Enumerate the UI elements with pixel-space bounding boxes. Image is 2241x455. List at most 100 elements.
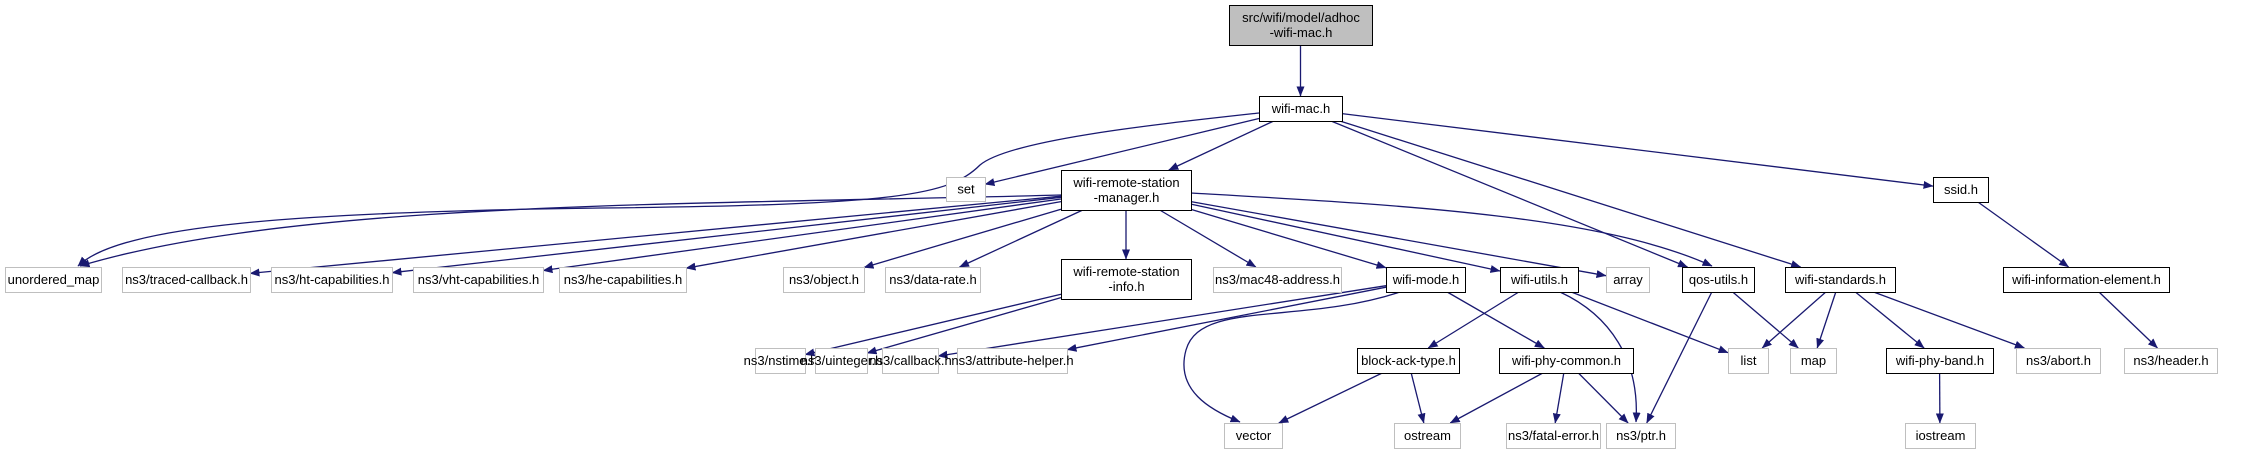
node-vht-cap: ns3/vht-capabilities.h xyxy=(413,267,544,293)
node-box-attr-helper xyxy=(957,348,1068,374)
node-label-wrsm: -manager.h xyxy=(1094,190,1160,205)
node-wrsi[interactable]: wifi-remote-station-info.h xyxy=(1061,259,1192,300)
node-box-qos-utils[interactable] xyxy=(1682,267,1755,293)
node-box-ptr xyxy=(1606,423,1676,449)
node-wifi-mac[interactable]: wifi-mac.h xyxy=(1259,96,1343,122)
edge-block-ack-to-vector xyxy=(1278,372,1383,424)
node-box-unordered_map xyxy=(5,267,102,293)
node-label-vht-cap: ns3/vht-capabilities.h xyxy=(418,272,539,287)
node-box-vector xyxy=(1224,423,1283,449)
edge-wifi-mac-to-set xyxy=(984,117,1260,186)
node-wifi-standards[interactable]: wifi-standards.h xyxy=(1785,267,1896,293)
node-label-root: -wifi-mac.h xyxy=(1270,25,1333,40)
node-wifi-utils[interactable]: wifi-utils.h xyxy=(1500,267,1579,293)
edge-phy-common-to-ptr xyxy=(1577,372,1629,424)
edge-wifi-mode-to-attr-helper xyxy=(1066,286,1387,352)
node-box-ht-cap xyxy=(271,267,393,293)
node-box-phy-common[interactable] xyxy=(1499,348,1634,374)
node-root[interactable]: src/wifi/model/adhoc-wifi-mac.h xyxy=(1229,5,1373,46)
node-label-nstime: ns3/nstime.h xyxy=(744,353,818,368)
node-fatal-error: ns3/fatal-error.h xyxy=(1506,423,1601,449)
node-list: list xyxy=(1728,348,1769,374)
node-box-wifi-mode[interactable] xyxy=(1386,267,1466,293)
node-box-map xyxy=(1790,348,1837,374)
node-vector: vector xyxy=(1224,423,1283,449)
node-box-block-ack[interactable] xyxy=(1357,348,1460,374)
node-label-unordered_map: unordered_map xyxy=(8,272,100,287)
node-wifi-mode[interactable]: wifi-mode.h xyxy=(1386,267,1466,293)
node-box-wifi-utils[interactable] xyxy=(1500,267,1579,293)
node-box-wrsm[interactable] xyxy=(1061,170,1192,211)
node-label-wifi-mode: wifi-mode.h xyxy=(1392,272,1459,287)
node-label-attr-helper: ns3/attribute-helper.h xyxy=(951,353,1073,368)
edge-block-ack-to-ostream xyxy=(1410,372,1426,424)
node-box-wie[interactable] xyxy=(2003,267,2170,293)
node-ssid[interactable]: ssid.h xyxy=(1933,177,1989,203)
node-label-ht-cap: ns3/ht-capabilities.h xyxy=(275,272,390,287)
nodes-layer: src/wifi/model/adhoc-wifi-mac.h wifi-mac.… xyxy=(5,5,2218,449)
edge-wrsm-to-qos-utils xyxy=(1190,192,1713,267)
node-label-ssid: ssid.h xyxy=(1944,182,1978,197)
node-wie[interactable]: wifi-information-element.h xyxy=(2003,267,2170,293)
node-box-wrsi[interactable] xyxy=(1061,259,1192,300)
node-box-callback xyxy=(882,348,939,374)
edge-ssid-to-wie xyxy=(1977,201,2070,268)
node-label-wifi-utils: wifi-utils.h xyxy=(1510,272,1568,287)
node-box-phy-band[interactable] xyxy=(1886,348,1994,374)
node-phy-common[interactable]: wifi-phy-common.h xyxy=(1499,348,1634,374)
node-box-wifi-mac[interactable] xyxy=(1259,96,1343,122)
edge-qos-utils-to-ptr xyxy=(1646,291,1713,424)
edge-wrsm-to-vht-cap xyxy=(542,198,1062,274)
node-box-ostream xyxy=(1394,423,1461,449)
node-wrsm[interactable]: wifi-remote-station-manager.h xyxy=(1061,170,1192,211)
edge-wrsm-to-he-cap xyxy=(685,200,1062,271)
node-ptr: ns3/ptr.h xyxy=(1606,423,1676,449)
node-qos-utils[interactable]: qos-utils.h xyxy=(1682,267,1755,293)
node-set: set xyxy=(946,177,986,202)
node-box-traced-callback xyxy=(122,267,251,293)
node-ostream: ostream xyxy=(1394,423,1461,449)
node-box-nstime xyxy=(755,348,806,374)
edge-wifi-mac-to-wrsm xyxy=(1168,120,1274,171)
node-label-uinteger: ns3/uinteger.h xyxy=(801,353,883,368)
node-box-root[interactable] xyxy=(1229,5,1373,46)
edge-phy-common-to-fatal-error xyxy=(1552,372,1565,424)
node-object: ns3/object.h xyxy=(783,267,865,293)
node-box-ssid[interactable] xyxy=(1933,177,1989,203)
node-box-wifi-standards[interactable] xyxy=(1785,267,1896,293)
node-unordered_map: unordered_map xyxy=(5,267,102,293)
edge-wifi-mac-to-unordered_map xyxy=(77,112,1260,267)
node-block-ack[interactable]: block-ack-type.h xyxy=(1357,348,1460,374)
edge-wifi-standards-to-abort xyxy=(1873,291,2025,349)
node-label-fatal-error: ns3/fatal-error.h xyxy=(1508,428,1599,443)
node-data-rate: ns3/data-rate.h xyxy=(885,267,981,293)
node-phy-band[interactable]: wifi-phy-band.h xyxy=(1886,348,1994,374)
node-label-block-ack: block-ack-type.h xyxy=(1361,353,1456,368)
node-label-iostream: iostream xyxy=(1916,428,1966,443)
node-nstime: ns3/nstime.h xyxy=(744,348,818,374)
node-label-ostream: ostream xyxy=(1404,428,1451,443)
node-label-data-rate: ns3/data-rate.h xyxy=(889,272,976,287)
node-label-wifi-standards: wifi-standards.h xyxy=(1794,272,1886,287)
edge-wrsm-to-mac48 xyxy=(1159,209,1257,268)
node-label-phy-band: wifi-phy-band.h xyxy=(1895,353,1984,368)
edge-wrsm-to-data-rate xyxy=(959,209,1084,268)
edge-wifi-mode-to-vector xyxy=(1183,291,1401,423)
edge-wrsm-to-object xyxy=(863,208,1062,269)
node-box-fatal-error xyxy=(1506,423,1601,449)
node-box-header xyxy=(2124,348,2218,374)
node-header: ns3/header.h xyxy=(2124,348,2218,374)
node-box-array xyxy=(1606,267,1650,293)
node-array: array xyxy=(1606,267,1650,293)
node-callback: ns3/callback.h xyxy=(869,348,952,374)
edge-qos-utils-to-map xyxy=(1732,291,1799,349)
node-box-set xyxy=(946,177,986,202)
node-attr-helper: ns3/attribute-helper.h xyxy=(951,348,1074,374)
node-label-array: array xyxy=(1613,272,1643,287)
edge-wifi-utils-to-block-ack xyxy=(1427,291,1520,349)
node-label-vector: vector xyxy=(1236,428,1272,443)
node-label-wrsi: -info.h xyxy=(1108,279,1144,294)
edge-wrsm-to-array xyxy=(1190,200,1607,278)
node-he-cap: ns3/he-capabilities.h xyxy=(559,267,687,293)
